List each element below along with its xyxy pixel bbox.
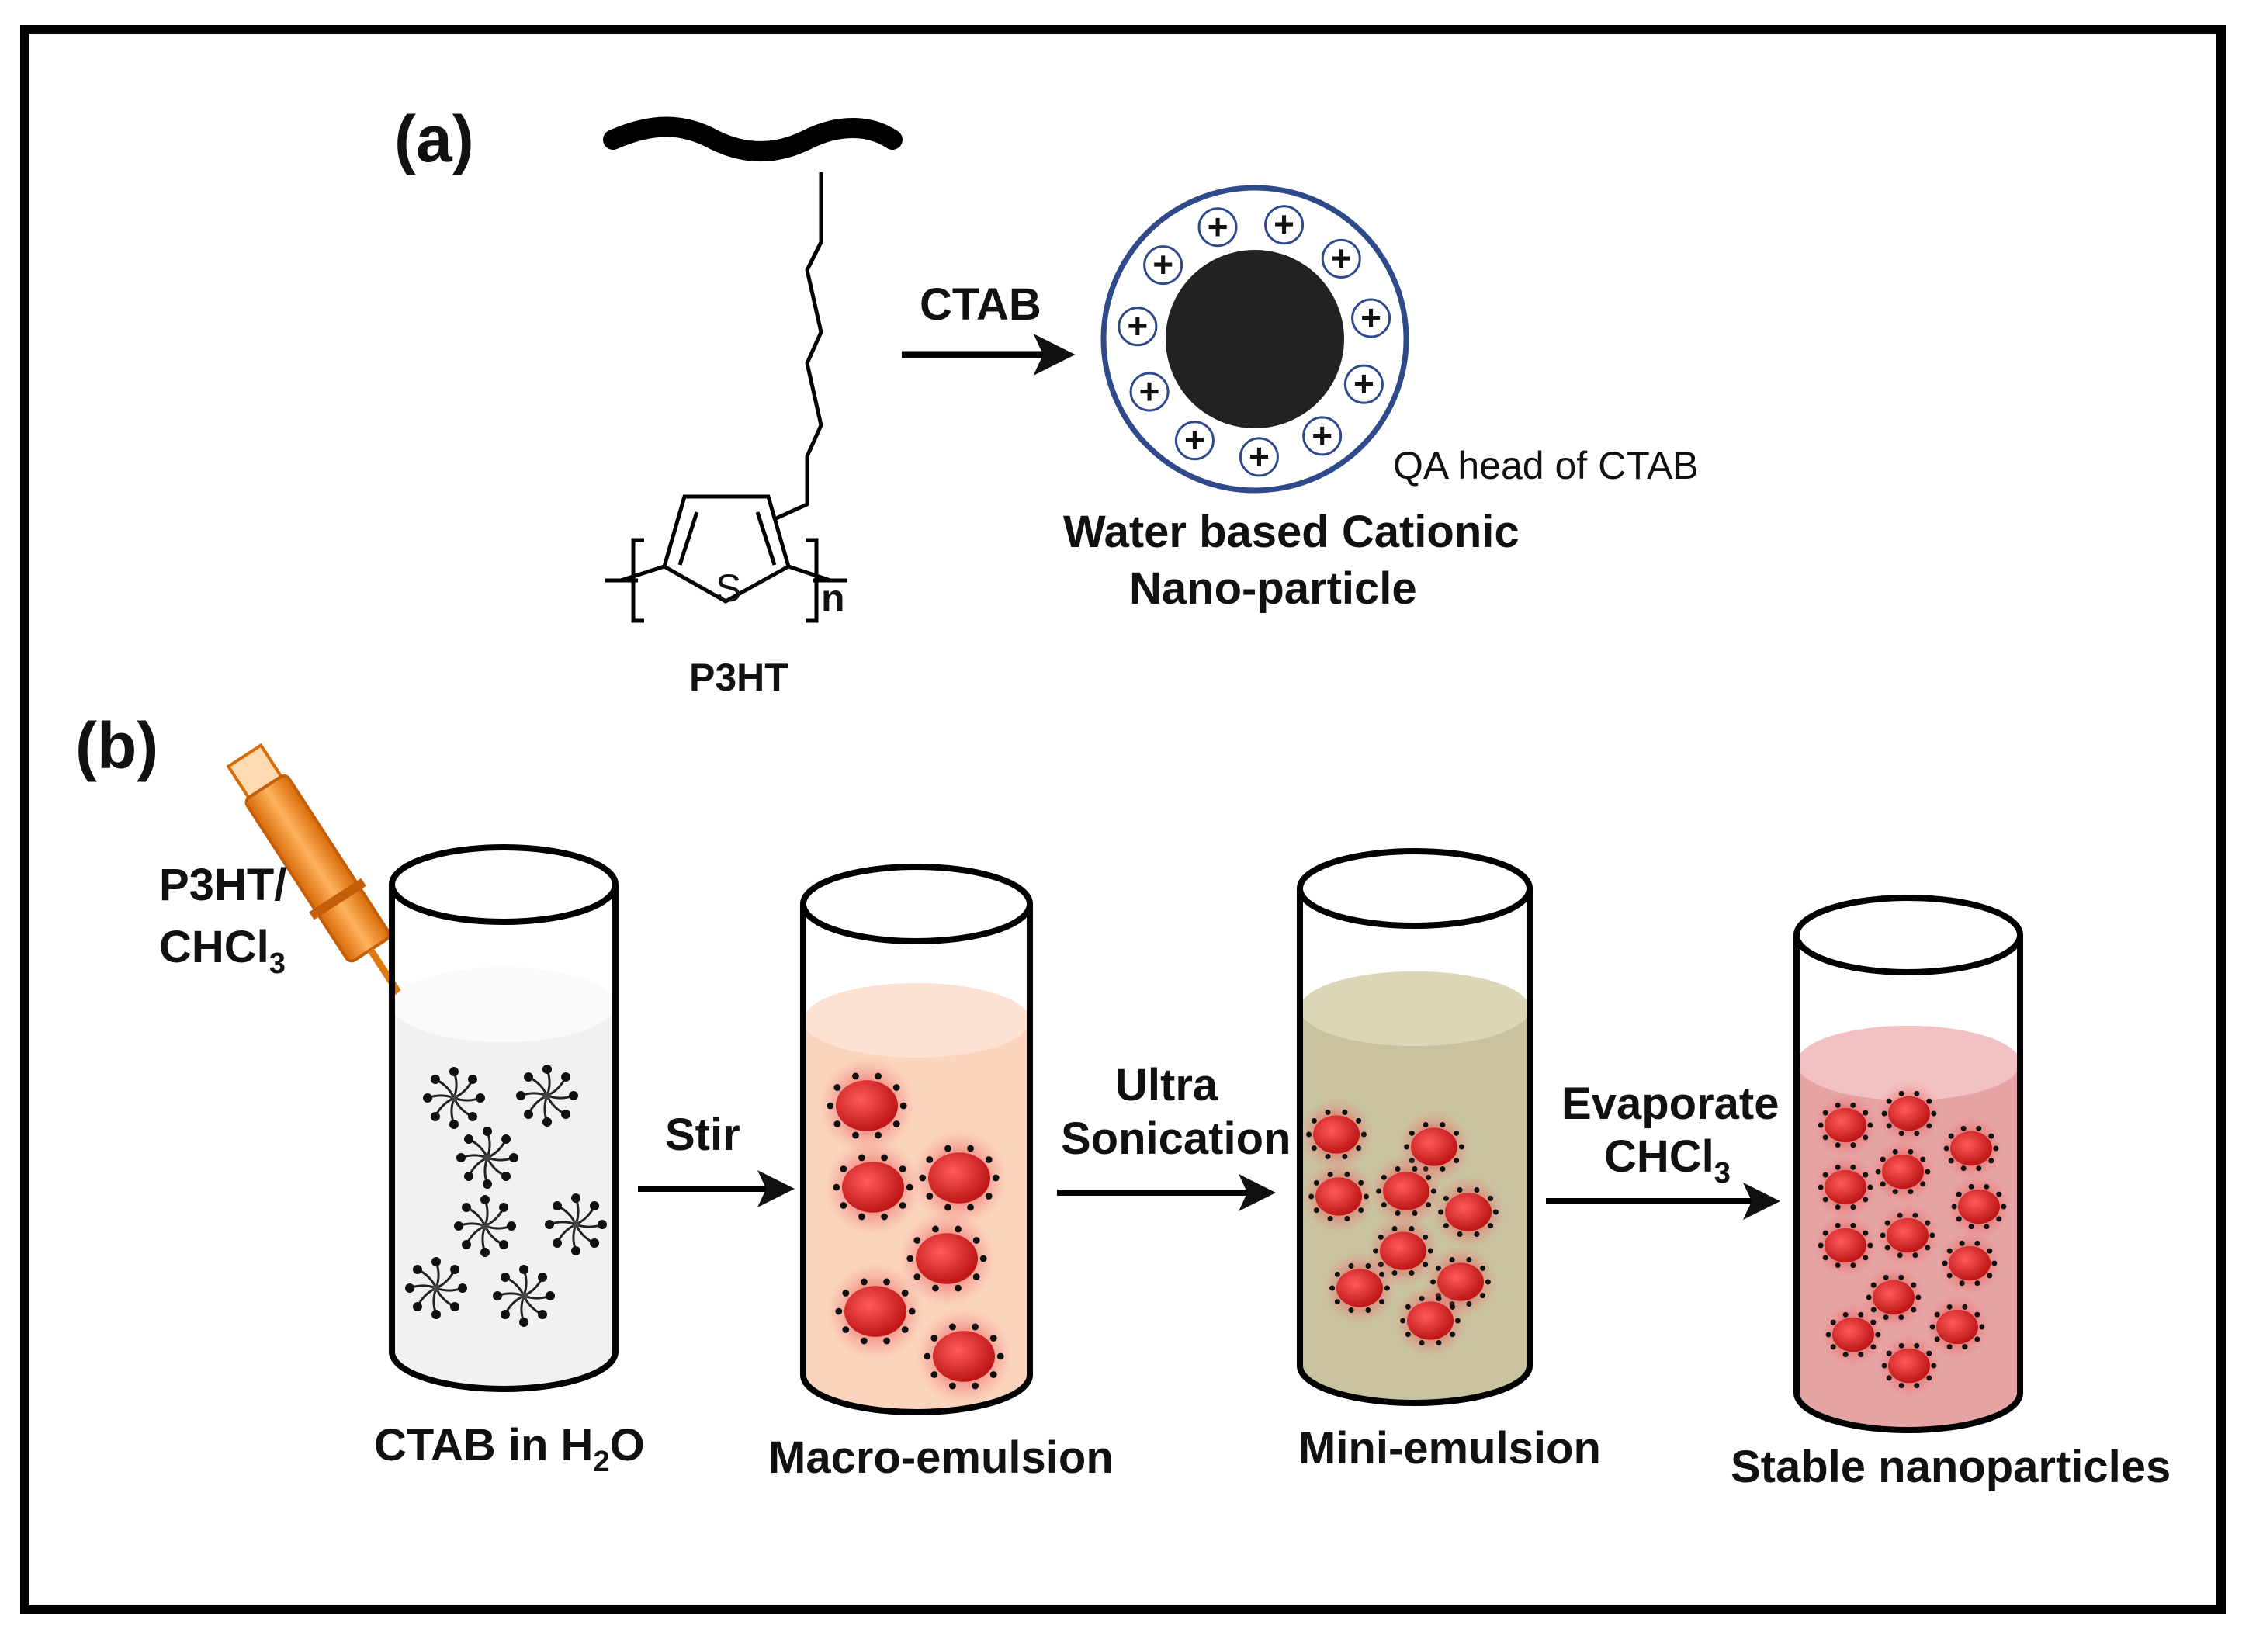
emulsion-droplet (1877, 1081, 1942, 1146)
stable-droplets (1813, 1081, 2012, 1398)
charge-circle (1197, 207, 1238, 248)
plus-charge-symbol: + (1208, 206, 1228, 247)
panel-b-label: (b) (75, 709, 158, 782)
micelle-icon (493, 1265, 555, 1327)
emulsion-droplet (1394, 1284, 1467, 1357)
emulsion-droplet (1813, 1213, 1878, 1278)
charge-circle (1129, 372, 1170, 412)
evaporate-label-subscript: 3 (1714, 1157, 1731, 1190)
panel-a-label: (a) (394, 102, 474, 175)
figure-frame (20, 25, 2226, 1614)
emulsion-droplet (1946, 1174, 2012, 1239)
syringe-label-line-2: CHCl3 (159, 922, 286, 980)
emulsion-droplet (1813, 1155, 1878, 1220)
qa-head-label: QA head of CTAB (1393, 444, 1699, 487)
beaker-1-caption-subscript: 2 (593, 1446, 609, 1478)
micelle-icon (423, 1067, 485, 1129)
beaker-mini-emulsion (1297, 848, 1533, 1406)
p3ht-label: P3HT (689, 656, 788, 699)
beaker-3-caption: Mini-emulsion (1298, 1423, 1601, 1474)
charge-circle (1351, 298, 1391, 338)
emulsion-droplet (1432, 1176, 1505, 1249)
micelle-icon (456, 1127, 518, 1189)
particle-caption-line-2: Nano-particle (1129, 563, 1417, 614)
emulsion-droplet (899, 1210, 995, 1307)
syringe-label-subscript: 3 (269, 947, 286, 980)
emulsion-droplet (1875, 1203, 1940, 1268)
emulsion-droplet (1813, 1093, 1878, 1158)
mini-droplets (1300, 1098, 1505, 1357)
ctab-micelles (405, 1065, 607, 1327)
charge-circle (1302, 416, 1343, 456)
qa-head-charges: +++++++++++ (1118, 204, 1391, 477)
charge-circle (1143, 245, 1183, 286)
repeat-unit-n: n (821, 577, 845, 620)
plus-charge-symbol: + (1127, 306, 1148, 346)
emulsion-droplet (911, 1130, 1007, 1226)
emulsion-droplet (825, 1139, 921, 1235)
charge-circle (1343, 364, 1384, 404)
beaker-macro-emulsion (800, 864, 1033, 1415)
sulfur-atom: S (716, 566, 741, 610)
emulsion-droplet (916, 1308, 1012, 1404)
sonication-label-line-2: Sonication (1061, 1113, 1291, 1164)
plus-charge-symbol: + (1353, 363, 1374, 403)
evaporate-label-line-1: Evaporate (1561, 1079, 1779, 1129)
ctab-arrow-label: CTAB (920, 279, 1041, 330)
syringe-label-line-1: P3HT/ (159, 860, 286, 910)
syringe-icon (226, 743, 417, 1016)
emulsion-droplet (1323, 1252, 1396, 1325)
thiophene-ring (605, 494, 847, 623)
evaporate-label-chcl: CHCl (1604, 1131, 1714, 1182)
stir-label: Stir (665, 1110, 740, 1160)
charge-circle (1239, 437, 1279, 477)
micelle-icon (405, 1257, 467, 1319)
plus-charge-symbol: + (1331, 237, 1352, 278)
emulsion-droplet (827, 1263, 924, 1359)
emulsion-droplet (1300, 1098, 1373, 1171)
plus-charge-symbol: + (1312, 415, 1332, 455)
emulsion-droplet (1937, 1231, 2002, 1296)
sonication-label-line-1: Ultra (1115, 1060, 1218, 1110)
beaker-2-caption: Macro-emulsion (768, 1432, 1114, 1483)
emulsion-droplet (1821, 1302, 1886, 1367)
plus-charge-symbol: + (1360, 297, 1381, 338)
plus-charge-symbol: + (1184, 420, 1205, 460)
charge-circle (1321, 238, 1361, 279)
emulsion-droplet (819, 1058, 915, 1154)
syringe-label-chcl: CHCl (159, 922, 269, 972)
emulsion-droplet (1302, 1160, 1375, 1233)
beaker-4-caption: Stable nanoparticles (1731, 1442, 2171, 1492)
beaker-1-caption: CTAB in H2O (374, 1420, 645, 1478)
plus-charge-symbol: + (1139, 371, 1160, 411)
micelle-icon (516, 1065, 578, 1127)
emulsion-droplet (1925, 1294, 1990, 1359)
beaker-stable-nanoparticles (1793, 895, 2023, 1433)
beaker-ctab-water (389, 844, 619, 1392)
polymer-backbone (603, 116, 903, 161)
cationic-nanoparticle: +++++++++++ (1100, 185, 1409, 494)
charge-circle (1118, 307, 1158, 347)
plus-charge-symbol: + (1152, 244, 1173, 285)
beaker-1-caption-main: CTAB in H (374, 1420, 593, 1470)
hexyl-side-chain (775, 172, 823, 521)
emulsion-droplet (1877, 1333, 1942, 1398)
charge-circle (1174, 421, 1215, 461)
emulsion-droplet (1870, 1139, 1935, 1204)
charge-circle (1264, 205, 1305, 245)
micelle-icon (545, 1193, 607, 1255)
micelle-icon (454, 1195, 516, 1257)
beaker-1-caption-tail: O (610, 1420, 645, 1470)
plus-charge-symbol: + (1274, 204, 1294, 244)
particle-caption-line-1: Water based Cationic (1063, 507, 1520, 557)
plus-charge-symbol: + (1249, 436, 1270, 476)
evaporate-label-line-2: CHCl3 (1604, 1131, 1731, 1190)
emulsion-droplet (1939, 1116, 2004, 1181)
macro-droplets (819, 1058, 1012, 1404)
emulsion-droplet (1370, 1155, 1443, 1228)
emulsion-droplet (1367, 1214, 1440, 1287)
